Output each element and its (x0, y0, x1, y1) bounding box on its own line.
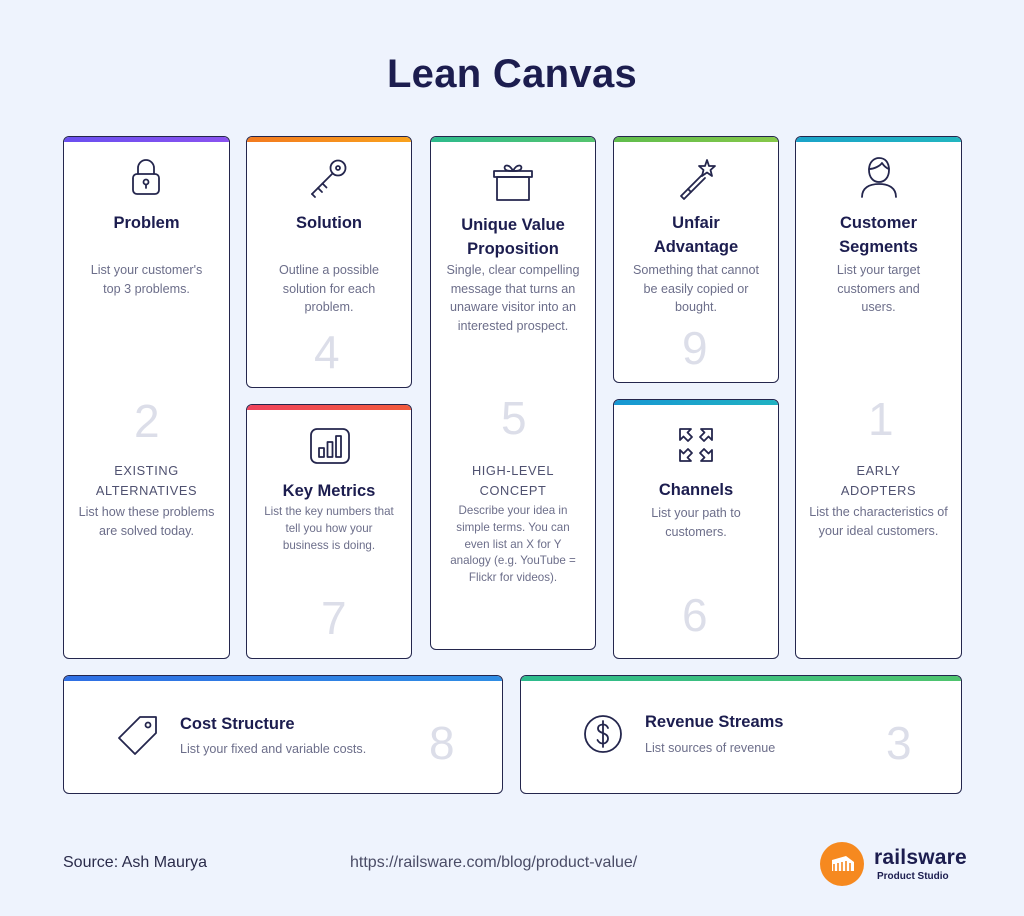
key-metrics-heading: Key Metrics (282, 482, 376, 500)
solution-heading: Solution (296, 214, 362, 232)
problem-number: 2 (134, 395, 160, 447)
revenue-streams-block: Revenue Streams List sources of revenue … (520, 675, 962, 794)
bar-chart-icon (309, 427, 351, 465)
person-icon (858, 155, 900, 199)
unfair-advantage-heading-line2: Advantage (653, 238, 739, 256)
uvp-accent-bar (431, 137, 595, 142)
customer-segments-heading-line1: Customer (839, 214, 917, 232)
unfair-advantage-block: Unfair Advantage Something that cannot b… (613, 136, 779, 383)
problem-accent-bar (64, 137, 229, 142)
high-level-concept-heading-line1: HIGH-LEVEL (471, 463, 555, 478)
revenue-streams-number: 3 (886, 717, 912, 769)
existing-alternatives-heading-line1: EXISTING (114, 463, 179, 478)
early-adopters-description: List the characteristics of your ideal c… (809, 505, 948, 538)
channels-accent-bar (614, 400, 778, 405)
problem-heading: Problem (113, 214, 180, 232)
uvp-heading-line1: Unique Value (461, 216, 565, 234)
arrows-icon (677, 426, 715, 464)
revenue-streams-accent-bar (521, 676, 961, 681)
cost-structure-description: List your fixed and variable costs. (180, 742, 367, 756)
cost-structure-number: 8 (429, 717, 455, 769)
price-tag-icon (116, 714, 160, 758)
unfair-advantage-number: 9 (682, 322, 708, 374)
unique-value-proposition-block: Unique Value Proposition Single, clear c… (430, 136, 596, 650)
problem-description: List your customer's top 3 problems. (90, 263, 203, 296)
channels-block: Channels List your path to customers. 6 (613, 399, 779, 659)
existing-alternatives-heading-line2: ALTERNATIVES (95, 483, 198, 498)
high-level-concept-heading-line2: CONCEPT (479, 483, 547, 498)
page-title: Lean Canvas (386, 52, 638, 96)
key-metrics-accent-bar (247, 405, 411, 410)
solution-number: 4 (314, 326, 340, 378)
unfair-advantage-accent-bar (614, 137, 778, 142)
customer-segments-heading-line2: Segments (839, 238, 918, 256)
early-adopters-heading-line2: ADOPTERS (840, 483, 917, 498)
key-icon (307, 157, 351, 199)
customer-segments-number: 1 (868, 393, 894, 445)
key-metrics-block: Key Metrics List the key numbers that te… (246, 404, 412, 659)
source-credit: Source: Ash Maurya (63, 854, 208, 871)
uvp-description: Single, clear compelling message that tu… (446, 263, 580, 333)
problem-block: Problem List your customer's top 3 probl… (63, 136, 230, 659)
uvp-number: 5 (501, 392, 527, 444)
solution-description: Outline a possible solution for each pro… (278, 263, 380, 314)
solution-accent-bar (247, 137, 411, 142)
channels-heading: Channels (658, 481, 734, 499)
existing-alternatives-description: List how these problems are solved today… (78, 505, 215, 538)
cost-structure-block: Cost Structure List your fixed and varia… (63, 675, 503, 794)
revenue-streams-description: List sources of revenue (645, 741, 776, 755)
unfair-advantage-description: Something that cannot be easily copied o… (632, 263, 760, 314)
customer-segments-block: Customer Segments List your target custo… (795, 136, 962, 659)
dollar-icon (583, 714, 623, 754)
solution-block: Solution Outline a possible solution for… (246, 136, 412, 388)
key-metrics-description: List the key numbers that tell you how y… (264, 505, 394, 552)
uvp-heading-line2: Proposition (467, 240, 559, 258)
early-adopters-heading-line1: EARLY (856, 463, 901, 478)
cost-structure-accent-bar (64, 676, 502, 681)
revenue-streams-heading: Revenue Streams (645, 713, 784, 731)
railsware-logo-icon (820, 842, 864, 886)
brand-name: railsware (874, 846, 967, 869)
lock-icon (128, 157, 164, 197)
brand-subtitle: Product Studio (877, 871, 949, 882)
channels-description: List your path to customers. (651, 506, 741, 539)
key-metrics-number: 7 (321, 592, 347, 644)
magic-wand-icon (676, 157, 720, 201)
cost-structure-heading: Cost Structure (180, 715, 295, 733)
customer-segments-accent-bar (796, 137, 961, 142)
source-url-link[interactable]: https://railsware.com/blog/product-value… (350, 854, 638, 871)
channels-number: 6 (682, 589, 708, 641)
high-level-concept-description: Describe your idea in simple terms. You … (450, 504, 576, 585)
gift-icon (491, 159, 535, 203)
customer-segments-description: List your target customers and users. (836, 263, 921, 314)
unfair-advantage-heading-line1: Unfair (672, 214, 720, 232)
